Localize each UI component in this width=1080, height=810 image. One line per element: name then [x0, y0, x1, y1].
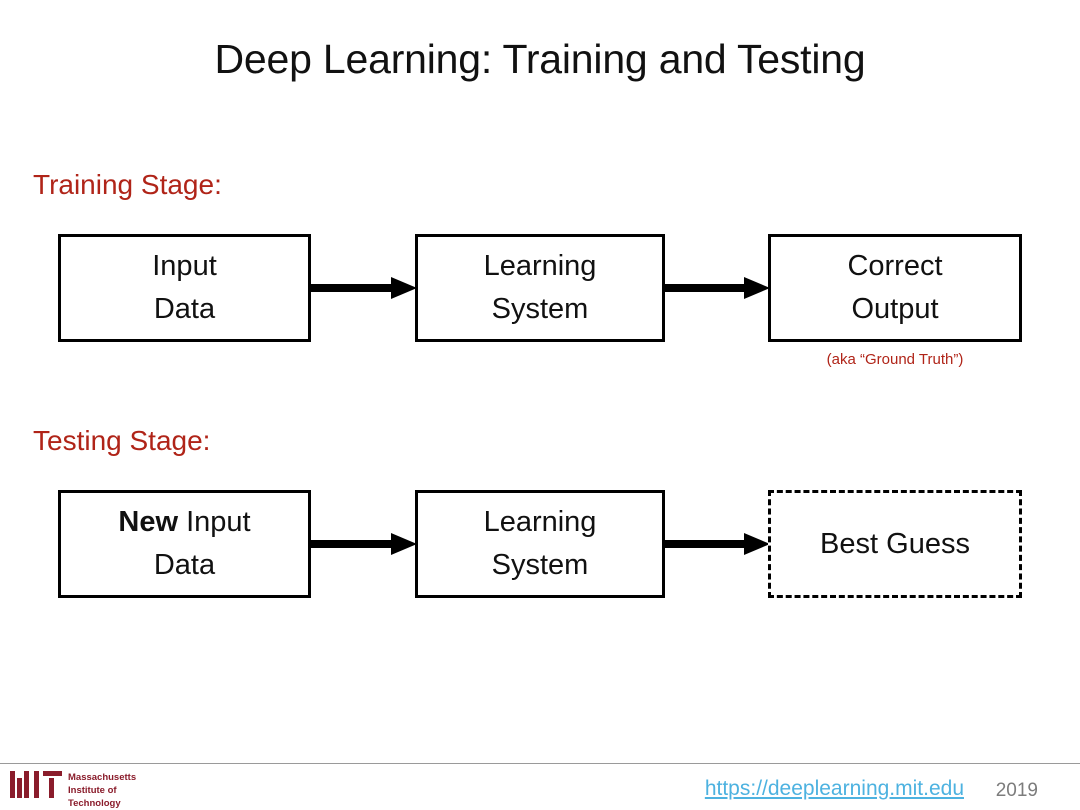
ground-truth-annotation: (aka “Ground Truth”): [826, 351, 964, 368]
box-input-data: Input Data: [58, 234, 311, 342]
box-learning-system-training: Learning System: [415, 234, 665, 342]
mit-logo-icon: [10, 771, 62, 798]
mit-wordmark-line1: Massachusetts: [68, 772, 137, 783]
box-learning-system-training-line2: System: [491, 293, 589, 325]
box-correct-output-line2: Output: [851, 293, 939, 325]
arrow-right-icon: [665, 531, 770, 557]
arrow-right-icon: [311, 531, 417, 557]
box-learning-system-testing-line1: Learning: [483, 506, 597, 539]
box-new-input-data-line1: New Input: [118, 501, 250, 544]
box-best-guess-line1: Best Guess: [820, 527, 970, 560]
box-correct-output-line1: Correct: [847, 250, 943, 283]
course-year: 2019: [995, 780, 1038, 801]
arrow-right-icon: [311, 275, 417, 301]
box-new-input-data-line1-rest: Input: [178, 506, 251, 539]
box-new-input-data-line2: Data: [153, 549, 216, 581]
box-new-input-data: New Input Data: [58, 490, 311, 598]
box-input-data-line1: Input: [152, 250, 217, 283]
box-input-data-line2: Data: [153, 293, 216, 325]
page-title: Deep Learning: Training and Testing: [214, 36, 866, 82]
box-best-guess: Best Guess: [768, 490, 1022, 598]
mit-wordmark-line2: Institute of: [68, 785, 117, 797]
box-new-input-data-bold-prefix: New: [118, 506, 179, 539]
training-stage-label: Training Stage:: [33, 169, 222, 200]
box-learning-system-testing: Learning System: [415, 490, 665, 598]
footer-divider: [0, 763, 1080, 764]
testing-stage-label: Testing Stage:: [33, 425, 211, 456]
mit-wordmark: Massachusetts Institute of Technology: [68, 771, 136, 810]
box-correct-output: Correct Output: [768, 234, 1022, 342]
mit-wordmark-line3: Technology: [68, 798, 121, 810]
box-learning-system-training-line1: Learning: [483, 250, 597, 283]
arrow-right-icon: [665, 275, 770, 301]
course-url-link[interactable]: https://deeplearning.mit.edu: [704, 777, 964, 800]
box-learning-system-testing-line2: System: [491, 549, 589, 581]
